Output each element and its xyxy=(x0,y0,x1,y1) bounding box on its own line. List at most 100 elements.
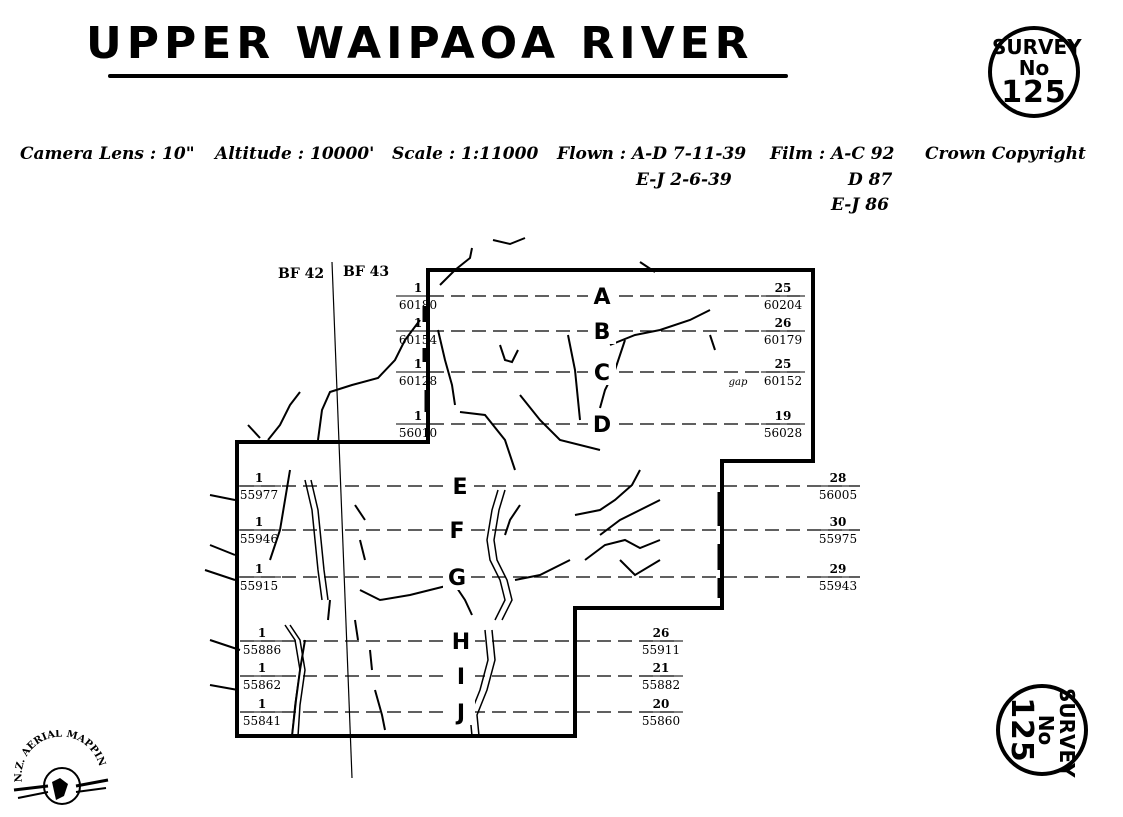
run-i: I 1 55862 21 55882 xyxy=(240,661,683,692)
end-film-number: 55911 xyxy=(642,643,680,657)
run-label: D xyxy=(593,413,611,438)
run-h: H 1 55886 26 55911 xyxy=(240,626,683,657)
run-label-bg xyxy=(447,699,475,725)
run-label: E xyxy=(452,475,467,500)
run-g: G 1 55915 29 55943 xyxy=(237,562,860,593)
end-frame-number: 25 xyxy=(775,357,792,371)
survey-stamp-label: SURVEY xyxy=(992,35,1082,59)
end-film-number: 55975 xyxy=(819,532,857,546)
start-frame-number: 1 xyxy=(414,316,422,330)
survey-area-outline xyxy=(235,268,815,738)
run-f: F 1 55946 30 55975 xyxy=(237,515,860,546)
run-label-bg xyxy=(588,411,616,437)
flown-dates-a-d: Flown : A-D 7-11-39 xyxy=(557,144,747,164)
run-label-bg xyxy=(447,628,475,654)
run-a: A 1 60180 25 60204 xyxy=(396,281,805,312)
start-film-number: 55946 xyxy=(240,532,278,546)
run-label: C xyxy=(594,361,610,386)
run-label-bg xyxy=(447,663,475,689)
end-frame-number: 20 xyxy=(653,697,670,711)
run-label: I xyxy=(457,665,465,690)
run-d: D 1 56010 19 56028 xyxy=(396,409,805,440)
end-film-number: 60152 xyxy=(764,374,802,388)
survey-stamp-number: 125 xyxy=(1001,75,1067,110)
survey-stamp-bottom: SURVEY No 125 xyxy=(996,684,1088,778)
film-d: D 87 xyxy=(848,170,893,190)
survey-stamp-label: SURVEY xyxy=(1055,688,1079,778)
run-label-bg xyxy=(588,318,616,344)
start-frame-number: 1 xyxy=(414,357,422,371)
crown-copyright: Crown Copyright xyxy=(925,144,1086,164)
start-frame-number: 1 xyxy=(258,661,266,675)
svg-text:N.Z. AERIAL MAPPING LTD.: N.Z. AERIAL MAPPING LTD. xyxy=(8,730,107,782)
end-frame-number: 26 xyxy=(653,626,670,640)
run-label-bg xyxy=(588,359,616,385)
end-film-number: 55860 xyxy=(642,714,680,728)
run-label: F xyxy=(449,519,464,544)
end-frame-number: 19 xyxy=(775,409,792,423)
start-film-number: 55841 xyxy=(243,714,281,728)
start-film-number: 55915 xyxy=(240,579,278,593)
end-film-number: 60179 xyxy=(764,333,802,347)
sheet-label-right: BF 43 xyxy=(343,264,389,280)
start-frame-number: 1 xyxy=(258,626,266,640)
scale: Scale : 1:11000 xyxy=(392,144,539,164)
start-frame-number: 1 xyxy=(258,697,266,711)
end-film-number: 60204 xyxy=(764,298,803,312)
title-underline xyxy=(108,74,788,78)
end-frame-number: 26 xyxy=(775,316,792,330)
sheet-label-left: BF 42 xyxy=(278,266,324,282)
start-film-number: 60128 xyxy=(399,374,437,388)
start-film-number: 55862 xyxy=(243,678,281,692)
run-b: B 1 60154 26 60179 xyxy=(396,316,805,347)
start-film-number: 56010 xyxy=(399,426,437,440)
end-frame-number: 30 xyxy=(830,515,847,529)
end-frame-number: 21 xyxy=(653,661,670,675)
altitude: Altitude : 10000' xyxy=(215,144,375,164)
survey-stamp-top: SURVEY No 125 xyxy=(988,26,1082,118)
film-e-j: E-J 86 xyxy=(831,195,889,215)
camera-lens: Camera Lens : 10" xyxy=(20,144,195,164)
end-film-number: 55943 xyxy=(819,579,857,593)
start-film-number: 60180 xyxy=(399,298,437,312)
map-title: UPPER WAIPAOA RIVER xyxy=(86,18,754,69)
run-e: E 1 55977 28 56005 xyxy=(237,471,860,502)
run-label-bg xyxy=(443,564,471,590)
start-frame-number: 1 xyxy=(255,471,263,485)
gap-markers xyxy=(422,306,723,598)
run-c: C 1 60128 25 60152 gap xyxy=(396,357,805,388)
film-a-c: Film : A-C 92 xyxy=(770,144,895,164)
end-film-number: 55882 xyxy=(642,678,680,692)
flown-dates-e-j: E-J 2-6-39 xyxy=(636,170,732,190)
end-film-number: 56005 xyxy=(819,488,857,502)
run-note: gap xyxy=(729,377,748,388)
run-label: A xyxy=(593,285,610,310)
run-label: G xyxy=(448,566,466,591)
start-film-number: 55886 xyxy=(243,643,281,657)
run-j: J 1 55841 20 55860 xyxy=(240,697,683,728)
start-film-number: 60154 xyxy=(399,333,438,347)
run-label: H xyxy=(452,630,470,655)
run-label-bg xyxy=(588,283,616,309)
sheet-boundary-line xyxy=(331,261,353,779)
start-film-number: 55977 xyxy=(240,488,278,502)
start-frame-number: 1 xyxy=(255,562,263,576)
start-frame-number: 1 xyxy=(255,515,263,529)
run-label: B xyxy=(594,320,611,345)
nz-aerial-mapping-logo: N.Z. AERIAL MAPPING LTD. xyxy=(8,730,109,805)
start-frame-number: 1 xyxy=(414,409,422,423)
end-frame-number: 28 xyxy=(830,471,847,485)
main-river xyxy=(284,479,513,737)
run-label: J xyxy=(455,701,465,726)
end-frame-number: 29 xyxy=(830,562,847,576)
run-label-bg xyxy=(443,517,471,543)
survey-stamp-no: No xyxy=(1018,56,1050,80)
start-frame-number: 1 xyxy=(414,281,422,295)
survey-stamp-number: 125 xyxy=(1004,697,1039,763)
survey-stamp-no: No xyxy=(1034,714,1058,746)
end-film-number: 56028 xyxy=(764,426,802,440)
run-label-bg xyxy=(446,473,474,499)
end-frame-number: 25 xyxy=(775,281,792,295)
